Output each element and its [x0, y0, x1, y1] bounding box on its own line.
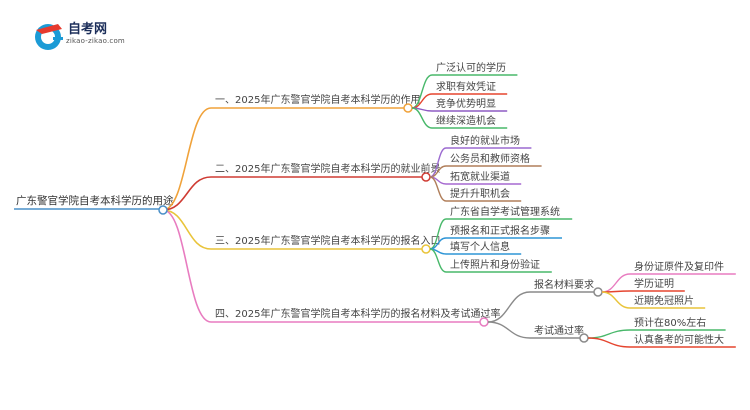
- branch-3-leaf[interactable]: 广东省自学考试管理系统: [450, 205, 560, 218]
- branch-4-leaf[interactable]: 学历证明: [634, 277, 674, 290]
- branch-1-leaf[interactable]: 求职有效凭证: [436, 80, 496, 93]
- branch-4-sub-1[interactable]: 报名材料要求: [534, 278, 594, 291]
- logo-subtitle: zikao-zikao.com: [66, 37, 125, 45]
- branch-3-node[interactable]: [421, 244, 431, 254]
- sub-connector: [487, 291, 531, 323]
- branch-1-leaf[interactable]: 竞争优势明显: [436, 97, 496, 110]
- branch-2-label[interactable]: 二、2025年广东警官学院自考本科学历的就业前景: [215, 162, 440, 175]
- branch-3-leaf[interactable]: 上传照片和身份验证: [450, 258, 540, 271]
- leaf-connector: [411, 107, 433, 129]
- branch-4-sub-1-node[interactable]: [593, 287, 603, 297]
- branch-4-label[interactable]: 四、2025年广东警官学院自考本科学历的报名材料及考试通过率: [215, 307, 500, 320]
- branch-4-sub-2-node[interactable]: [579, 333, 589, 343]
- branch-2-leaf[interactable]: 公务员和教师资格: [450, 152, 530, 165]
- branch-2-leaf[interactable]: 拓宽就业渠道: [450, 170, 510, 183]
- leaf-connector: [429, 176, 447, 202]
- branch-connector: [162, 176, 212, 211]
- branch-4-leaf[interactable]: 认真备考的可能性大: [634, 333, 724, 346]
- leaf-connector: [601, 291, 631, 309]
- leaf-connector: [587, 337, 631, 348]
- branch-1-leaf[interactable]: 继续深造机会: [436, 114, 496, 127]
- leaf-connector: [429, 248, 447, 273]
- branch-connector: [162, 209, 212, 323]
- sub-connector: [487, 321, 531, 339]
- site-logo[interactable]: [30, 18, 170, 52]
- logo-mark-icon: [35, 24, 63, 50]
- branch-2-leaf[interactable]: 提升升职机会: [450, 187, 510, 200]
- branch-2-leaf[interactable]: 良好的就业市场: [450, 134, 520, 147]
- branch-4-node[interactable]: [479, 317, 489, 327]
- branch-4-leaf[interactable]: 身份证原件及复印件: [634, 260, 724, 273]
- branch-1-leaf[interactable]: 广泛认可的学历: [436, 61, 506, 74]
- branch-3-leaf[interactable]: 填写个人信息: [450, 240, 510, 253]
- branch-4-leaf[interactable]: 近期免冠照片: [634, 294, 694, 307]
- root-topic[interactable]: 广东警官学院自考本科学历的用途: [16, 194, 174, 207]
- branch-3-leaf[interactable]: 预报名和正式报名步骤: [450, 224, 550, 237]
- branch-4-leaf[interactable]: 预计在80%左右: [634, 316, 706, 329]
- branch-connector: [162, 209, 212, 250]
- branch-1-label[interactable]: 一、2025年广东警官学院自考本科学历的作用: [215, 93, 420, 106]
- branch-4-sub-2[interactable]: 考试通过率: [534, 324, 584, 337]
- root-node[interactable]: [158, 205, 168, 215]
- branch-3-label[interactable]: 三、2025年广东警官学院自考本科学历的报名入口: [215, 234, 440, 247]
- logo-title: 自考网: [68, 22, 108, 37]
- leaf-connector: [601, 273, 631, 293]
- branch-connector: [162, 107, 212, 211]
- branch-1-node[interactable]: [403, 103, 413, 113]
- branch-2-node[interactable]: [421, 172, 431, 182]
- leaf-connector: [587, 329, 631, 339]
